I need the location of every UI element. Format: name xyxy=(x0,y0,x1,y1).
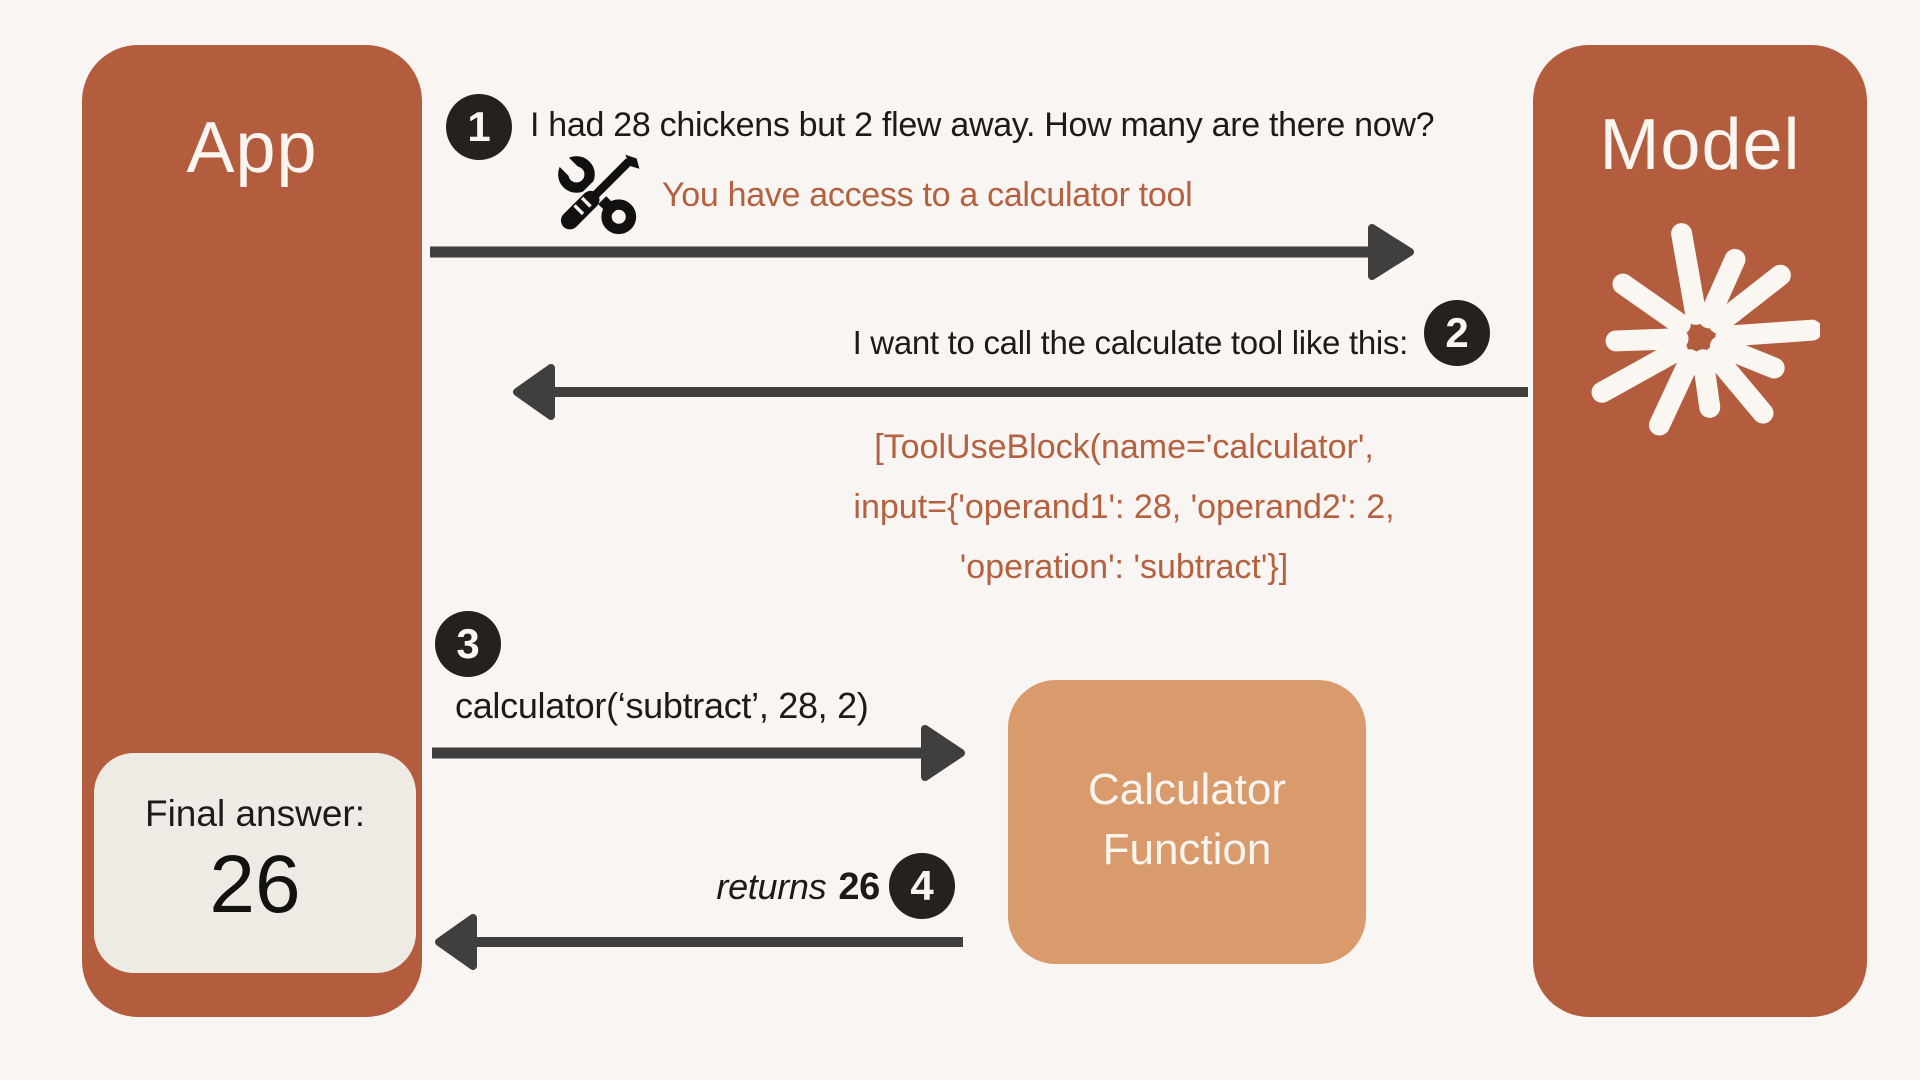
returns-word: returns xyxy=(716,866,827,907)
calculator-label-line2: Function xyxy=(1102,825,1272,874)
calculator-label-line1: Calculator xyxy=(1087,765,1287,814)
model-actor-box xyxy=(1533,45,1867,1017)
arrow-calculator-to-app xyxy=(435,914,963,970)
code-line-3: 'operation': 'subtract'}] xyxy=(959,548,1289,586)
step-3-call-text: calculator(‘subtract’, 28, 2) xyxy=(455,685,869,726)
arrow-model-to-app xyxy=(513,364,1528,420)
final-answer-box: Final answer: 26 xyxy=(94,753,416,973)
starburst-icon xyxy=(1591,223,1820,436)
step-2-message: I want to call the calculate tool like t… xyxy=(852,324,1409,361)
wrench-screwdriver-icon xyxy=(552,150,640,235)
step-1-badge: 1 xyxy=(446,94,512,160)
final-answer-label: Final answer: xyxy=(144,793,366,834)
step-3-badge: 3 xyxy=(435,611,501,677)
step-4-returns-text: returns 26 xyxy=(600,866,880,909)
code-line-2: input={'operand1': 28, 'operand2': 2, xyxy=(853,488,1395,526)
arrow-app-to-calculator xyxy=(432,725,965,781)
calculator-function-box: Calculator Function xyxy=(1008,680,1366,964)
step-1-message: I had 28 chickens but 2 flew away. How m… xyxy=(530,106,1435,144)
tool-use-code-block: [ToolUseBlock(name='calculator', input={… xyxy=(824,417,1424,597)
final-answer-value: 26 xyxy=(209,839,301,930)
returns-value: 26 xyxy=(838,866,880,908)
code-line-1: [ToolUseBlock(name='calculator', xyxy=(874,428,1374,466)
step-4-badge: 4 xyxy=(889,853,955,919)
arrow-app-to-model xyxy=(430,224,1414,280)
app-label: App xyxy=(186,108,318,188)
model-label: Model xyxy=(1599,105,1801,185)
step-1-system-hint: You have access to a calculator tool xyxy=(662,176,1193,214)
step-2-badge: 2 xyxy=(1424,300,1490,366)
